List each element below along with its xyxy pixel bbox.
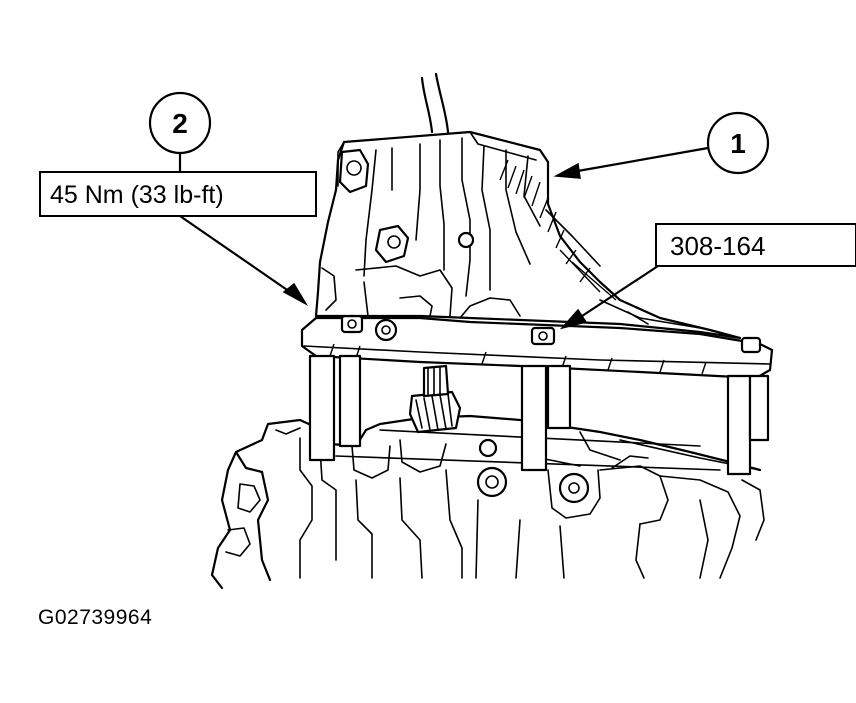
callout-number-2: 2 — [172, 108, 188, 139]
callout-1: 1 — [553, 111, 770, 179]
callout-number-1: 1 — [730, 128, 746, 159]
callout-2: 2 — [148, 91, 212, 174]
callout-circle-1 — [706, 111, 770, 175]
special-tool-308-164 — [300, 314, 774, 476]
tool-label: 308-164 — [670, 231, 765, 261]
tool-label-box: 308-164 — [559, 223, 856, 330]
transaxle-case — [210, 364, 765, 590]
drive-gear — [408, 364, 462, 434]
torque-label-box: 45 Nm (33 lb-ft) — [39, 171, 317, 217]
torque-label: 45 Nm (33 lb-ft) — [50, 181, 224, 209]
figure-id: G02739964 — [38, 606, 153, 629]
clutch-housing — [314, 72, 742, 342]
torque-leader-arrow — [178, 214, 309, 306]
